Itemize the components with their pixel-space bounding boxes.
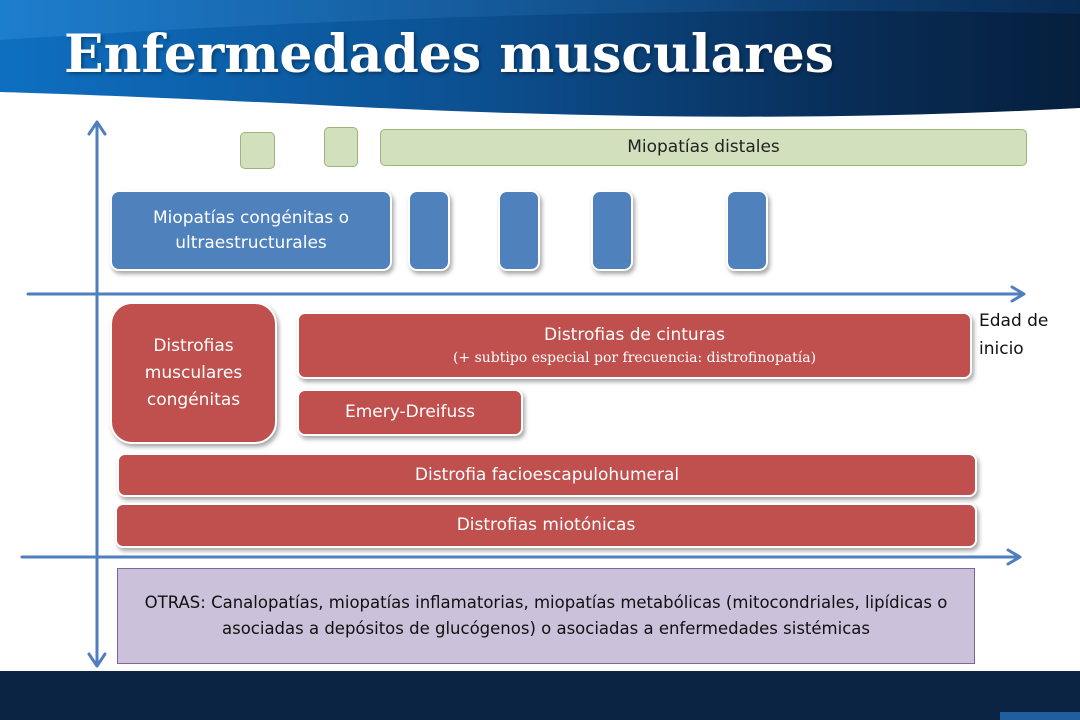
header-swoosh — [0, 0, 1080, 117]
horizontal-axis-lower-arrow — [1006, 548, 1022, 566]
horizontal-axis-upper-arrow — [1010, 285, 1026, 303]
vertical-axis-arrow-up — [87, 120, 107, 136]
congenital-myopathies-label: Miopatías congénitas o ultraestructurale… — [152, 207, 350, 253]
distal-myopathies-label: Miopatías distales — [627, 137, 780, 157]
slide-title: Enfermedades musculares — [64, 24, 835, 85]
footer-accent — [1000, 712, 1080, 720]
congenital-myopathy-marker-3 — [591, 190, 633, 271]
header-band: Enfermedades musculares — [0, 0, 1080, 120]
limb-girdle-dystrophies-bar: Distrofias de cinturas (+ subtipo especi… — [297, 312, 972, 379]
congenital-myopathy-marker-2 — [498, 190, 540, 271]
distal-myopathies-bar: Miopatías distales — [380, 129, 1027, 166]
fshd-bar: Distrofia facioescapulohumeral — [117, 453, 977, 497]
footer-band — [0, 671, 1080, 720]
other-diseases-text: OTRAS: Canalopatías, miopatías inflamato… — [144, 593, 948, 638]
congenital-myopathy-marker-1 — [408, 190, 450, 271]
congenital-dystrophies-box: Distrofias musculares congénitas — [110, 302, 277, 444]
vertical-axis-arrow-down — [87, 652, 107, 668]
limb-girdle-sublabel: (+ subtipo especial por frecuencia: dist… — [452, 350, 817, 366]
emery-dreifuss-label: Emery-Dreifuss — [344, 402, 475, 422]
congenital-dystrophies-label: Distrofias musculares congénitas — [144, 335, 243, 410]
limb-girdle-label: Distrofias de cinturas — [544, 325, 725, 345]
emery-dreifuss-bar: Emery-Dreifuss — [297, 389, 523, 436]
myotonic-label: Distrofias miotónicas — [456, 515, 636, 535]
myotonic-dystrophies-bar: Distrofias miotónicas — [115, 503, 977, 548]
congenital-myopathies-box: Miopatías congénitas o ultraestructurale… — [110, 190, 392, 271]
distal-myopathy-marker-2 — [324, 127, 358, 167]
distal-myopathy-marker-1 — [240, 132, 275, 169]
axis-label-age-of-onset: Edad de inicio — [979, 311, 1049, 359]
other-diseases-box: OTRAS: Canalopatías, miopatías inflamato… — [117, 568, 975, 664]
congenital-myopathy-marker-4 — [726, 190, 768, 271]
fshd-label: Distrofia facioescapulohumeral — [414, 464, 680, 485]
